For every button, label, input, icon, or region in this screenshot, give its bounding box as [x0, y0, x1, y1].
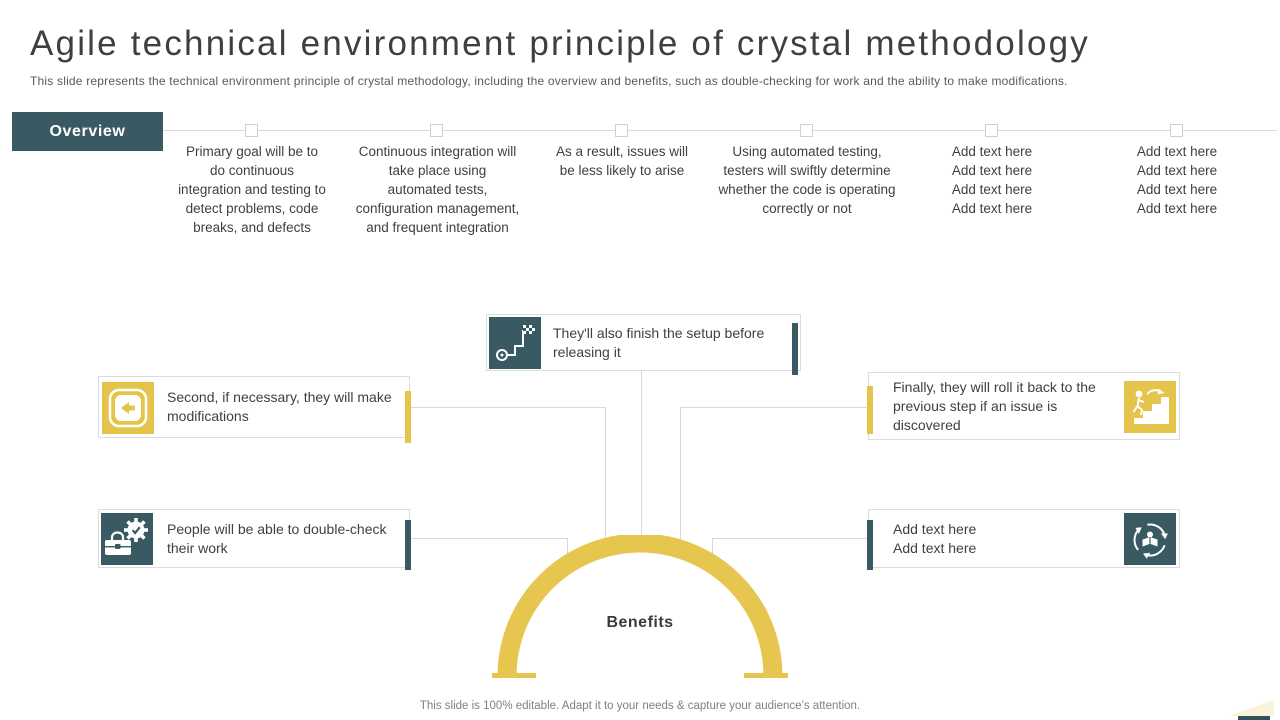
- timeline-text-4: Using automated testing, testers will sw…: [718, 144, 896, 216]
- accent-bar: [867, 386, 873, 434]
- connector-line: [410, 538, 568, 539]
- add-text-line[interactable]: Add text here: [1136, 182, 1218, 197]
- corner-decoration: [1228, 700, 1274, 716]
- add-text-line[interactable]: Add text here: [1136, 163, 1218, 178]
- timeline-text-3: As a result, issues will be less likely …: [555, 144, 689, 178]
- connector-line: [605, 407, 606, 553]
- page-title: Agile technical environment principle of…: [30, 24, 1090, 63]
- slide-subtitle: This slide represents the technical envi…: [30, 74, 1068, 88]
- accent-bar: [867, 520, 873, 570]
- timeline-text-2: Continuous integration will take place u…: [355, 144, 520, 235]
- footer-note: This slide is 100% editable. Adapt it to…: [419, 700, 861, 712]
- add-text-line[interactable]: Add text here: [951, 163, 1033, 178]
- benefit-text: Second, if necessary, they will make mod…: [167, 389, 392, 424]
- add-text-line[interactable]: Add text here: [893, 520, 977, 537]
- rollback-stairs-icon: [1124, 381, 1176, 433]
- accent-bar: [405, 520, 411, 570]
- timeline-marker: [985, 124, 998, 137]
- connector-line: [567, 538, 568, 561]
- add-text-line[interactable]: Add text here: [893, 539, 977, 556]
- add-text-line[interactable]: Add text here: [951, 201, 1033, 216]
- timeline-text-1: Primary goal will be to do continuous in…: [178, 144, 326, 235]
- person-cycle-icon: [1124, 513, 1176, 565]
- timeline-marker: [245, 124, 258, 137]
- timeline-marker: [430, 124, 443, 137]
- accent-bar: [792, 323, 798, 375]
- overview-label: Overview: [49, 122, 126, 140]
- benefits-arch: [492, 535, 788, 678]
- connector-line: [712, 538, 713, 561]
- timeline-placeholder-5[interactable]: Add text here Add text here Add text her…: [897, 142, 1087, 218]
- benefit-box-setup: They'll also finish the setup before rel…: [486, 314, 801, 375]
- timeline-marker: [615, 124, 628, 137]
- benefit-box-double-check: People will be able to double-check thei…: [98, 509, 411, 570]
- timeline-marker: [1170, 124, 1183, 137]
- benefit-box-modifications: Second, if necessary, they will make mod…: [98, 376, 411, 443]
- overview-label-box: Overview: [12, 112, 163, 151]
- add-text-line[interactable]: Add text here: [951, 182, 1033, 197]
- add-text-line[interactable]: Add text here: [1136, 144, 1218, 159]
- accent-bar: [405, 391, 411, 443]
- add-text-line[interactable]: Add text here: [951, 144, 1033, 159]
- timeline-marker: [800, 124, 813, 137]
- connector-line: [680, 407, 870, 408]
- connector-line: [712, 538, 870, 539]
- benefit-text: Finally, they will roll it back to the p…: [893, 378, 1096, 433]
- benefit-text: They'll also finish the setup before rel…: [553, 324, 765, 360]
- back-arrow-icon: [102, 382, 154, 434]
- add-text-line[interactable]: Add text here: [1136, 201, 1218, 216]
- connector-line: [680, 407, 681, 553]
- milestone-flag-icon: [489, 317, 541, 369]
- timeline-placeholder-6[interactable]: Add text here Add text here Add text her…: [1082, 142, 1272, 218]
- connector-line: [641, 371, 642, 548]
- timeline-line: [163, 130, 1277, 131]
- benefit-text-placeholder[interactable]: Add text here Add text here: [893, 520, 1118, 558]
- corner-decoration-bar: [1238, 716, 1270, 720]
- connector-line: [410, 407, 606, 408]
- benefit-text: People will be able to double-check thei…: [167, 520, 387, 556]
- benefits-label: Benefits: [606, 614, 674, 631]
- benefit-box-rollback: Finally, they will roll it back to the p…: [867, 372, 1180, 440]
- benefit-box-placeholder[interactable]: Add text here Add text here: [867, 509, 1180, 570]
- toolbox-gear-icon: [101, 513, 153, 565]
